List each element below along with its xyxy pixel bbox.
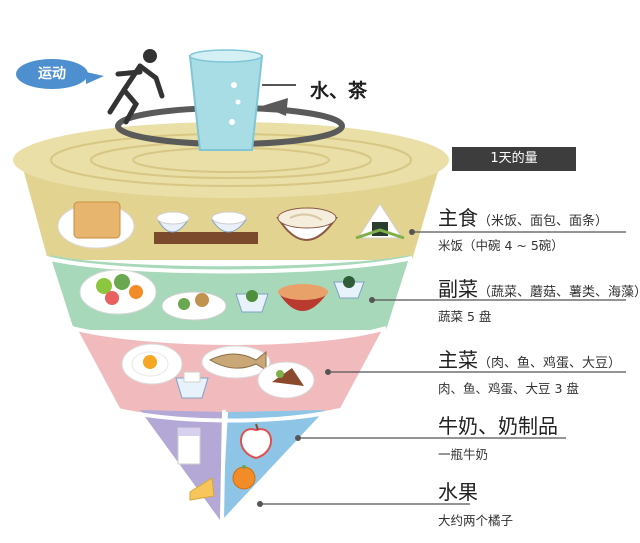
side-dish-amount: 蔬菜 5 盘	[438, 309, 492, 324]
salad-icon	[79, 269, 157, 315]
fruit-title: 水果	[438, 480, 478, 504]
layer-milk	[140, 410, 225, 520]
main-dish-title: 主菜	[438, 348, 478, 372]
meat-plate-icon	[257, 361, 315, 399]
onigiri-icon	[355, 203, 405, 240]
side-bowl-icon	[235, 290, 269, 313]
main-dish-label-row: 主菜（肉、鱼、鸡蛋、大豆）	[438, 344, 621, 373]
apple-icon	[240, 423, 272, 460]
soup-bowl-icon	[278, 284, 328, 311]
tofu-bowl-icon	[175, 371, 209, 399]
orange-icon	[232, 465, 256, 490]
milk-label-row: 牛奶、奶制品	[438, 410, 558, 439]
fruit-amount: 大约两个橘子	[438, 513, 514, 528]
staple-amount: 米饭（中碗 4 ~ 5碗）	[438, 238, 564, 253]
staple-label-row: 主食（米饭、面包、面条）	[438, 202, 608, 231]
milk-amount: 一瓶牛奶	[438, 447, 489, 462]
daily-amount-title: 1天的量	[452, 147, 576, 171]
fruit-label-row: 水果	[438, 476, 478, 505]
staple-title: 主食	[438, 206, 478, 230]
water-glass-icon	[188, 49, 264, 151]
noodle-bowl-icon	[276, 207, 338, 241]
rice-bowl-icon	[154, 211, 258, 244]
exercise-bubble: 运动	[16, 59, 88, 89]
vegetable-plate-icon	[161, 291, 227, 321]
runner-icon	[107, 49, 165, 125]
bread-icon	[57, 201, 135, 249]
main-dish-amount: 肉、鱼、鸡蛋、大豆 3 盘	[438, 381, 579, 396]
cheese-icon	[189, 477, 215, 501]
side-dish-title: 副菜	[438, 277, 478, 301]
side-dish-label-row: 副菜（蔬菜、蘑菇、薯类、海藻）	[438, 273, 640, 302]
staple-detail: （米饭、面包、面条）	[478, 214, 609, 229]
egg-plate-icon	[121, 343, 183, 385]
seaweed-bowl-icon	[333, 276, 365, 299]
milk-title: 牛奶、奶制品	[438, 414, 558, 438]
main-dish-detail: （肉、鱼、鸡蛋、大豆）	[478, 356, 622, 371]
side-dish-detail: （蔬菜、蘑菇、薯类、海藻）	[478, 285, 640, 300]
milk-glass-icon	[177, 427, 201, 465]
fish-plate-icon	[201, 345, 271, 379]
water-tea-label: 水、茶	[310, 80, 368, 102]
